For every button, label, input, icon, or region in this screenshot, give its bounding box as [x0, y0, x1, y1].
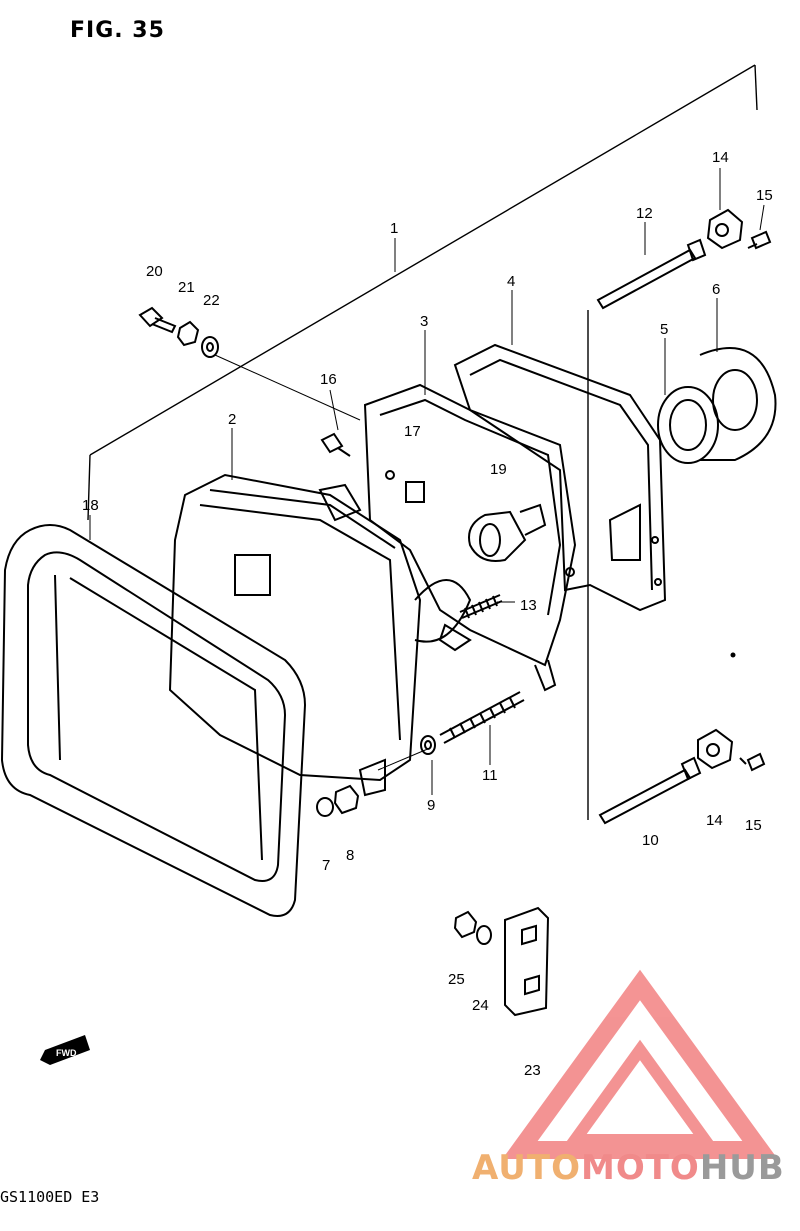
nut-14-upper	[706, 208, 744, 250]
callout-14-upper: 14	[712, 149, 729, 166]
callout-2: 2	[228, 411, 236, 428]
headlight-unit	[168, 473, 472, 797]
callout-15-lower: 15	[745, 817, 762, 834]
nut-25	[453, 910, 478, 939]
callout-9: 9	[427, 797, 435, 814]
inner-bracket	[363, 383, 577, 692]
callout-7: 7	[322, 857, 330, 874]
callout-12: 12	[636, 205, 653, 222]
watermark-logo	[502, 969, 778, 1159]
watermark-moto: MOTO	[580, 1148, 700, 1188]
watermark-text: AUTOMOTOHUB	[472, 1148, 785, 1188]
callout-19: 19	[490, 461, 507, 478]
adjusting-screw-13	[459, 594, 503, 619]
washer-24	[476, 925, 492, 945]
assembly-outline	[87, 64, 758, 820]
callout-15-upper: 15	[756, 187, 773, 204]
callout-5: 5	[660, 321, 668, 338]
callout-21: 21	[178, 279, 195, 296]
callout-16: 16	[320, 371, 337, 388]
callout-11: 11	[482, 767, 498, 784]
callout-labels: 1 2 3 4 5 6 7 8 9 10 11 12 13 14 14 15 1…	[82, 149, 773, 1079]
callout-25: 25	[448, 971, 465, 988]
nut-17	[405, 481, 425, 503]
rim-bezel	[0, 524, 307, 917]
socket-and-cover	[657, 347, 777, 464]
callout-4: 4	[507, 273, 515, 290]
callout-20: 20	[146, 263, 163, 280]
bolt-12	[596, 238, 707, 310]
screw-15-lower	[739, 752, 766, 772]
watermark-auto: AUTO	[472, 1148, 581, 1188]
callout-23: 23	[524, 1062, 541, 1079]
callout-1: 1	[390, 220, 398, 237]
adjusting-screw-11	[439, 691, 525, 744]
washer-7	[316, 797, 334, 817]
callout-13: 13	[520, 597, 537, 614]
bolt-16	[320, 432, 351, 457]
watermark-hub: HUB	[699, 1148, 785, 1188]
callout-10: 10	[642, 832, 659, 849]
callout-14-lower: 14	[706, 812, 723, 829]
housing-frame	[453, 343, 667, 612]
reflector-23	[504, 906, 550, 1017]
bolt-10	[598, 756, 702, 825]
stray-dot	[730, 652, 736, 658]
nut-14-lower	[697, 728, 734, 770]
callout-3: 3	[420, 313, 428, 330]
bolt-20	[138, 306, 177, 334]
callout-18: 18	[82, 497, 99, 514]
callout-24: 24	[472, 997, 489, 1014]
callout-8: 8	[346, 847, 354, 864]
model-code: GS1100ED E3	[0, 1188, 100, 1206]
figure-title: FIG. 35	[70, 18, 165, 43]
callout-17: 17	[404, 423, 421, 440]
callout-6: 6	[712, 281, 720, 298]
bulb	[468, 503, 547, 562]
screw-15-upper	[747, 230, 772, 250]
nut-21	[176, 320, 200, 347]
fwd-arrow: FWD	[40, 1035, 90, 1065]
callout-22: 22	[203, 292, 220, 309]
washer-22	[201, 336, 219, 358]
nut-8	[333, 784, 360, 815]
leader-lines	[89, 168, 765, 795]
washer-9	[420, 735, 436, 755]
fwd-label: FWD	[56, 1048, 77, 1058]
